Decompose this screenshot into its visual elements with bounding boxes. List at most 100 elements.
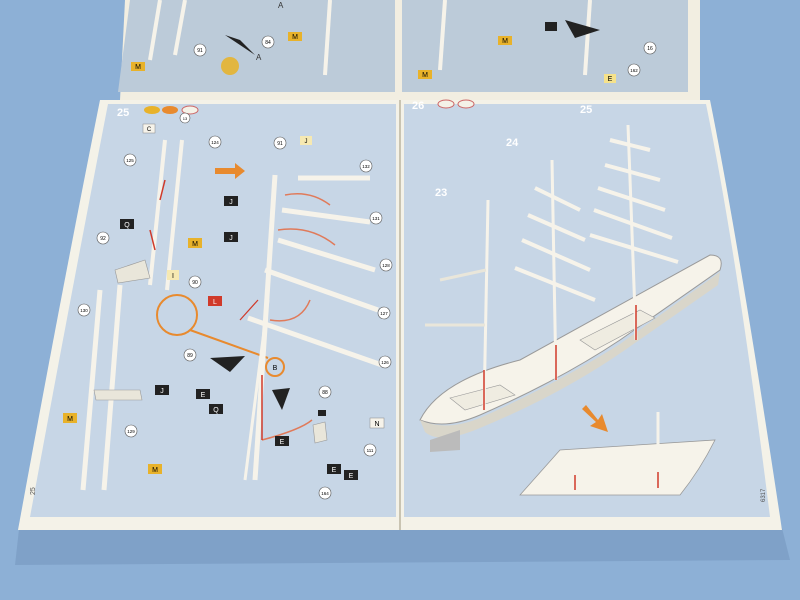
callout-164: 164: [321, 491, 329, 496]
flag-n-1: N: [374, 421, 379, 428]
top-flag-black-e: [545, 22, 557, 31]
svg-text:M: M: [422, 72, 428, 79]
paint-icon: [162, 106, 178, 114]
top-flag-m-right: [418, 70, 432, 79]
svg-text:M: M: [502, 38, 508, 45]
mast-25: [626, 124, 638, 341]
flag-j-2: J: [229, 199, 233, 206]
flag-q-2: Q: [213, 407, 219, 414]
left-crosstree: [114, 259, 151, 284]
top-right-panel: [402, 0, 688, 92]
flag-j-1: J: [160, 388, 164, 395]
orange-arrow-icon: [215, 163, 245, 179]
yard-128: [277, 237, 376, 273]
flag-e-4: E: [349, 473, 354, 480]
callout-111: 111: [367, 448, 374, 453]
yard-131: [281, 207, 371, 225]
callout-126: 126: [381, 360, 389, 365]
top-flag-m-right2: [498, 36, 512, 45]
mast-label-23: 23: [435, 187, 447, 199]
middle-mast-lower: [243, 299, 270, 481]
top-mast-a: [148, 0, 162, 61]
top-callout-b: A: [278, 1, 284, 10]
ship-rudder: [430, 430, 460, 452]
callout-132: 132: [362, 164, 370, 169]
top-mast-c: [323, 0, 332, 76]
svg-text:M: M: [292, 34, 298, 41]
right-page-step-26: 26: [412, 99, 767, 502]
callout-131: 131: [372, 216, 380, 221]
left-topmast: [148, 139, 167, 286]
top-mast-d: [438, 0, 447, 71]
top-flag-e: [604, 74, 616, 83]
mast-24-yards: [514, 186, 596, 302]
yard-red-line: [239, 299, 259, 321]
right-part-icon-b: [457, 99, 475, 109]
black-piece-88: [272, 388, 290, 410]
mast-label-25: 25: [580, 104, 592, 116]
callout-90: 90: [192, 280, 198, 286]
right-part-icon-a: [437, 99, 455, 109]
svg-text:16: 16: [647, 46, 653, 52]
yard-127: [264, 267, 379, 313]
left-page-step-25: 25 B: [30, 105, 393, 500]
flag-q-1: Q: [124, 222, 130, 229]
small-black-part: [318, 410, 326, 416]
top-gold-piece: [221, 57, 239, 75]
detail-circle-letter: B: [273, 365, 278, 372]
left-mast-lower: [80, 289, 103, 491]
callout-92: 92: [100, 236, 106, 242]
top-callout-16: [643, 41, 657, 55]
top-black-flag: [225, 35, 255, 55]
top-mast-e: [583, 0, 592, 76]
flag-e-2: E: [280, 439, 285, 446]
mast-23-gaff: [439, 268, 487, 282]
flag-c-1: C: [147, 127, 152, 133]
svg-text:91: 91: [197, 48, 203, 54]
left-step-icons: [144, 105, 199, 115]
top-callout-84: [261, 35, 275, 49]
detail-connector: [189, 329, 269, 359]
small-part-111: [312, 421, 328, 444]
top-page: A A 84 91 M M M M E 162 16: [118, 0, 700, 100]
mast-label-24: 24: [506, 137, 519, 149]
orange-arrow-down-icon: [582, 405, 608, 432]
callout-127: 127: [380, 311, 388, 316]
left-page-number: 25: [30, 487, 37, 495]
yard-126: [247, 315, 383, 368]
left-red-arrows: [149, 179, 166, 251]
left-instruction-panel: [30, 104, 396, 517]
svg-text:162: 162: [630, 68, 638, 73]
glue-icon: [144, 106, 160, 114]
callout-130: 130: [80, 308, 88, 313]
flag-i-1: I: [172, 273, 174, 280]
part-icon: [181, 105, 199, 115]
flag-j-3: J: [229, 235, 233, 242]
detail-circle: [156, 294, 198, 336]
ship-hull: [419, 254, 722, 425]
svg-text:M: M: [135, 64, 141, 71]
callout-88: 88: [322, 390, 328, 396]
flag-m-2: M: [67, 416, 73, 423]
flag-m-3: M: [152, 467, 158, 474]
flag-e-1: E: [201, 392, 206, 399]
callout-91: 91: [277, 141, 283, 147]
right-step-icons: [437, 99, 475, 109]
flag-l-1: L: [213, 299, 217, 306]
callout-128: 128: [382, 263, 390, 268]
mast-25-yards: [589, 138, 679, 264]
flag-e-3: E: [332, 467, 337, 474]
detail-hull-section: [519, 439, 716, 496]
left-callouts: 125 124 92 90 130 129 89 88 91 132 131 1…: [77, 112, 393, 500]
top-black-flag-right: [565, 20, 600, 38]
top-callout-91: [193, 43, 207, 57]
black-piece-89: [210, 356, 245, 372]
callout-89: 89: [187, 353, 193, 359]
booklet-shadow: [15, 520, 790, 565]
top-mast-b: [173, 0, 187, 56]
top-flag-m-left: [131, 62, 145, 71]
step-number-25: 25: [117, 107, 129, 119]
svg-text:84: 84: [265, 40, 271, 46]
left-mast-lower-b: [101, 284, 123, 491]
